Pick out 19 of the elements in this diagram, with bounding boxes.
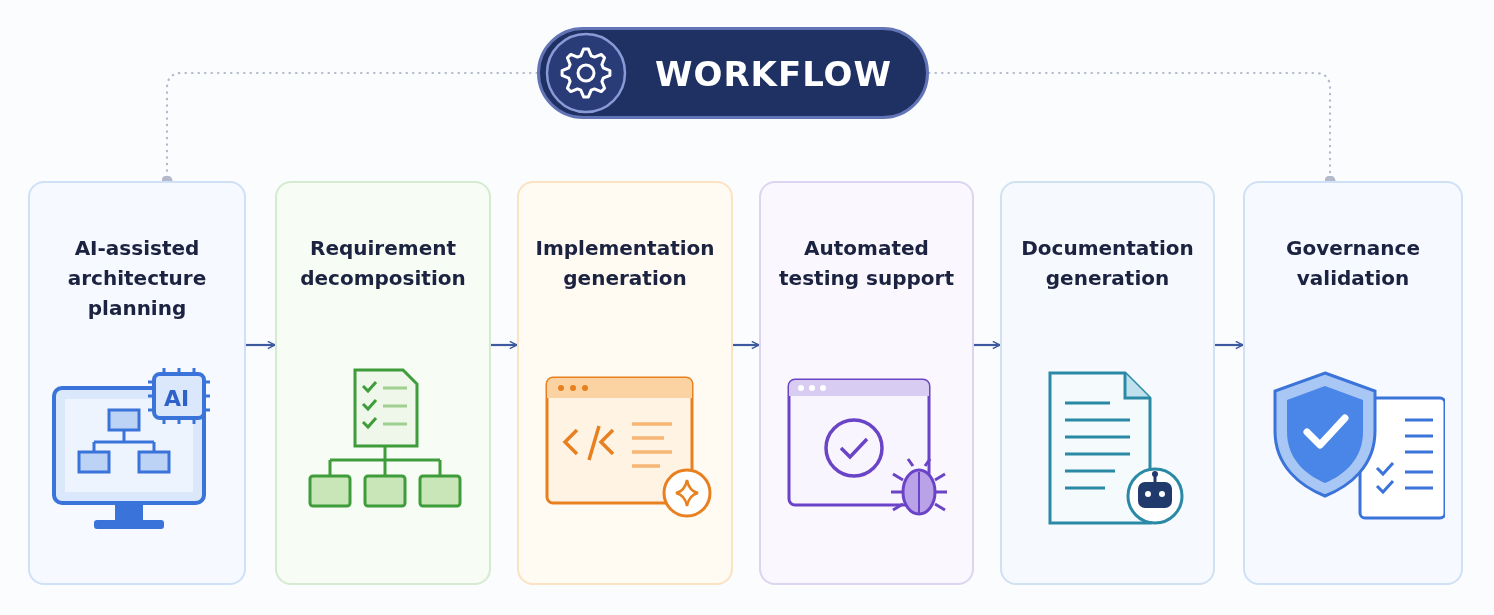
arrow	[733, 340, 760, 350]
workflow-title: WORKFLOW	[655, 54, 893, 94]
arrow	[1215, 340, 1244, 350]
arrow	[491, 340, 518, 350]
step-card	[759, 181, 974, 585]
step-card	[1243, 181, 1463, 585]
arrow	[246, 340, 276, 350]
step-card	[517, 181, 733, 585]
step-title: Governance validation	[1285, 235, 1421, 292]
step-title: Implementation generation	[534, 235, 716, 292]
arrow	[974, 340, 1001, 350]
chip-label: AI	[164, 386, 190, 411]
step-card	[1000, 181, 1215, 585]
step-title: AI-assisted architecture planning	[66, 235, 208, 322]
step-card	[28, 181, 246, 585]
step-card	[275, 181, 491, 585]
step-title: Requirement decomposition	[299, 235, 467, 292]
step-title: Documentation generation	[1020, 235, 1195, 292]
step-title: Automated testing support	[778, 235, 955, 292]
